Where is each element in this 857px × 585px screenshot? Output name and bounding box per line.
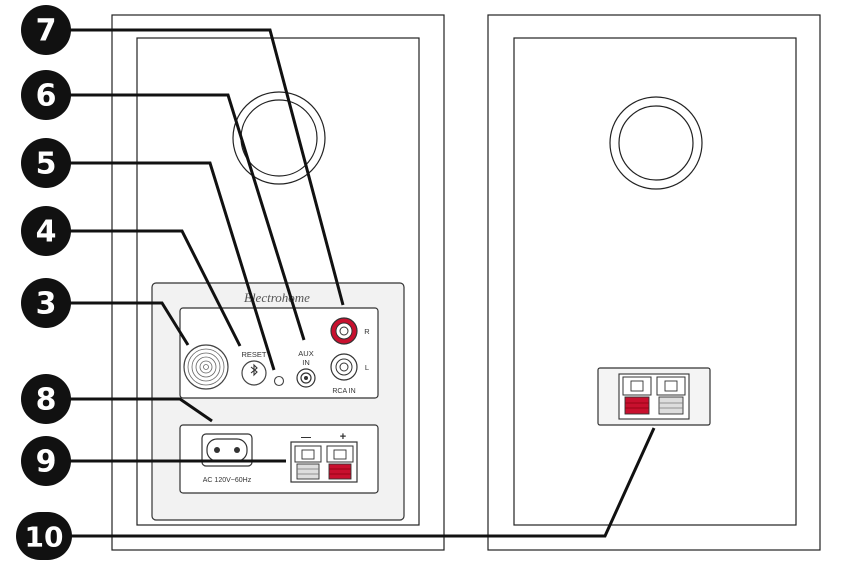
left-bass-port [232, 91, 326, 185]
svg-text:4: 4 [36, 215, 57, 250]
bluetooth-icon [250, 363, 258, 377]
right-speaker [487, 14, 821, 551]
leader-6 [70, 93, 306, 341]
callout-4: 4 [21, 206, 71, 256]
aux-label-line1: AUX [298, 349, 313, 358]
ac-power-inlet[interactable] [201, 433, 253, 467]
leader-5 [70, 161, 276, 371]
aux-in-jack[interactable] [296, 368, 316, 388]
right-speaker-outer [487, 14, 821, 551]
status-led [273, 375, 285, 387]
leader-3 [70, 301, 190, 346]
svg-text:5: 5 [36, 147, 57, 182]
svg-text:3: 3 [36, 287, 57, 322]
leader-7 [70, 28, 345, 306]
leader-4 [70, 229, 242, 347]
svg-text:9: 9 [36, 445, 57, 480]
speaker-output-terminals[interactable] [290, 441, 358, 483]
callout-7: 7 [21, 5, 71, 55]
left-speaker-outer [111, 14, 445, 551]
aux-label-line2: IN [302, 358, 310, 367]
leader-lines [70, 28, 656, 538]
input-panel [179, 307, 379, 399]
rca-left-jack[interactable] [330, 353, 358, 381]
minus-label: — [301, 432, 311, 443]
callout-5: 5 [21, 138, 71, 188]
callout-3: 3 [21, 278, 71, 328]
power-rating-label: AC 120V~60Hz [203, 477, 252, 484]
left-speaker-inner [136, 37, 420, 526]
reset-label: RESET [241, 350, 266, 359]
callout-9: 9 [21, 436, 71, 486]
svg-text:7: 7 [36, 14, 57, 49]
rca-left-label: L [365, 363, 369, 372]
callout-6: 6 [21, 70, 71, 120]
rca-in-label: RCA IN [332, 388, 355, 395]
right-speaker-inner [513, 37, 797, 526]
leader-10 [70, 427, 656, 538]
pairing-grille [183, 344, 229, 390]
plus-label: + [340, 431, 346, 443]
bluetooth-button[interactable] [241, 360, 267, 386]
leader-8 [70, 397, 213, 423]
right-bass-port [609, 96, 703, 190]
rca-right-jack[interactable] [330, 317, 358, 345]
passive-speaker-terminals[interactable] [597, 367, 711, 426]
callout-10: 10 [16, 512, 72, 560]
svg-text:10: 10 [25, 521, 64, 554]
callout-8: 8 [21, 374, 71, 424]
rca-right-label: R [364, 327, 370, 336]
svg-text:6: 6 [36, 79, 57, 114]
svg-text:8: 8 [36, 383, 57, 418]
